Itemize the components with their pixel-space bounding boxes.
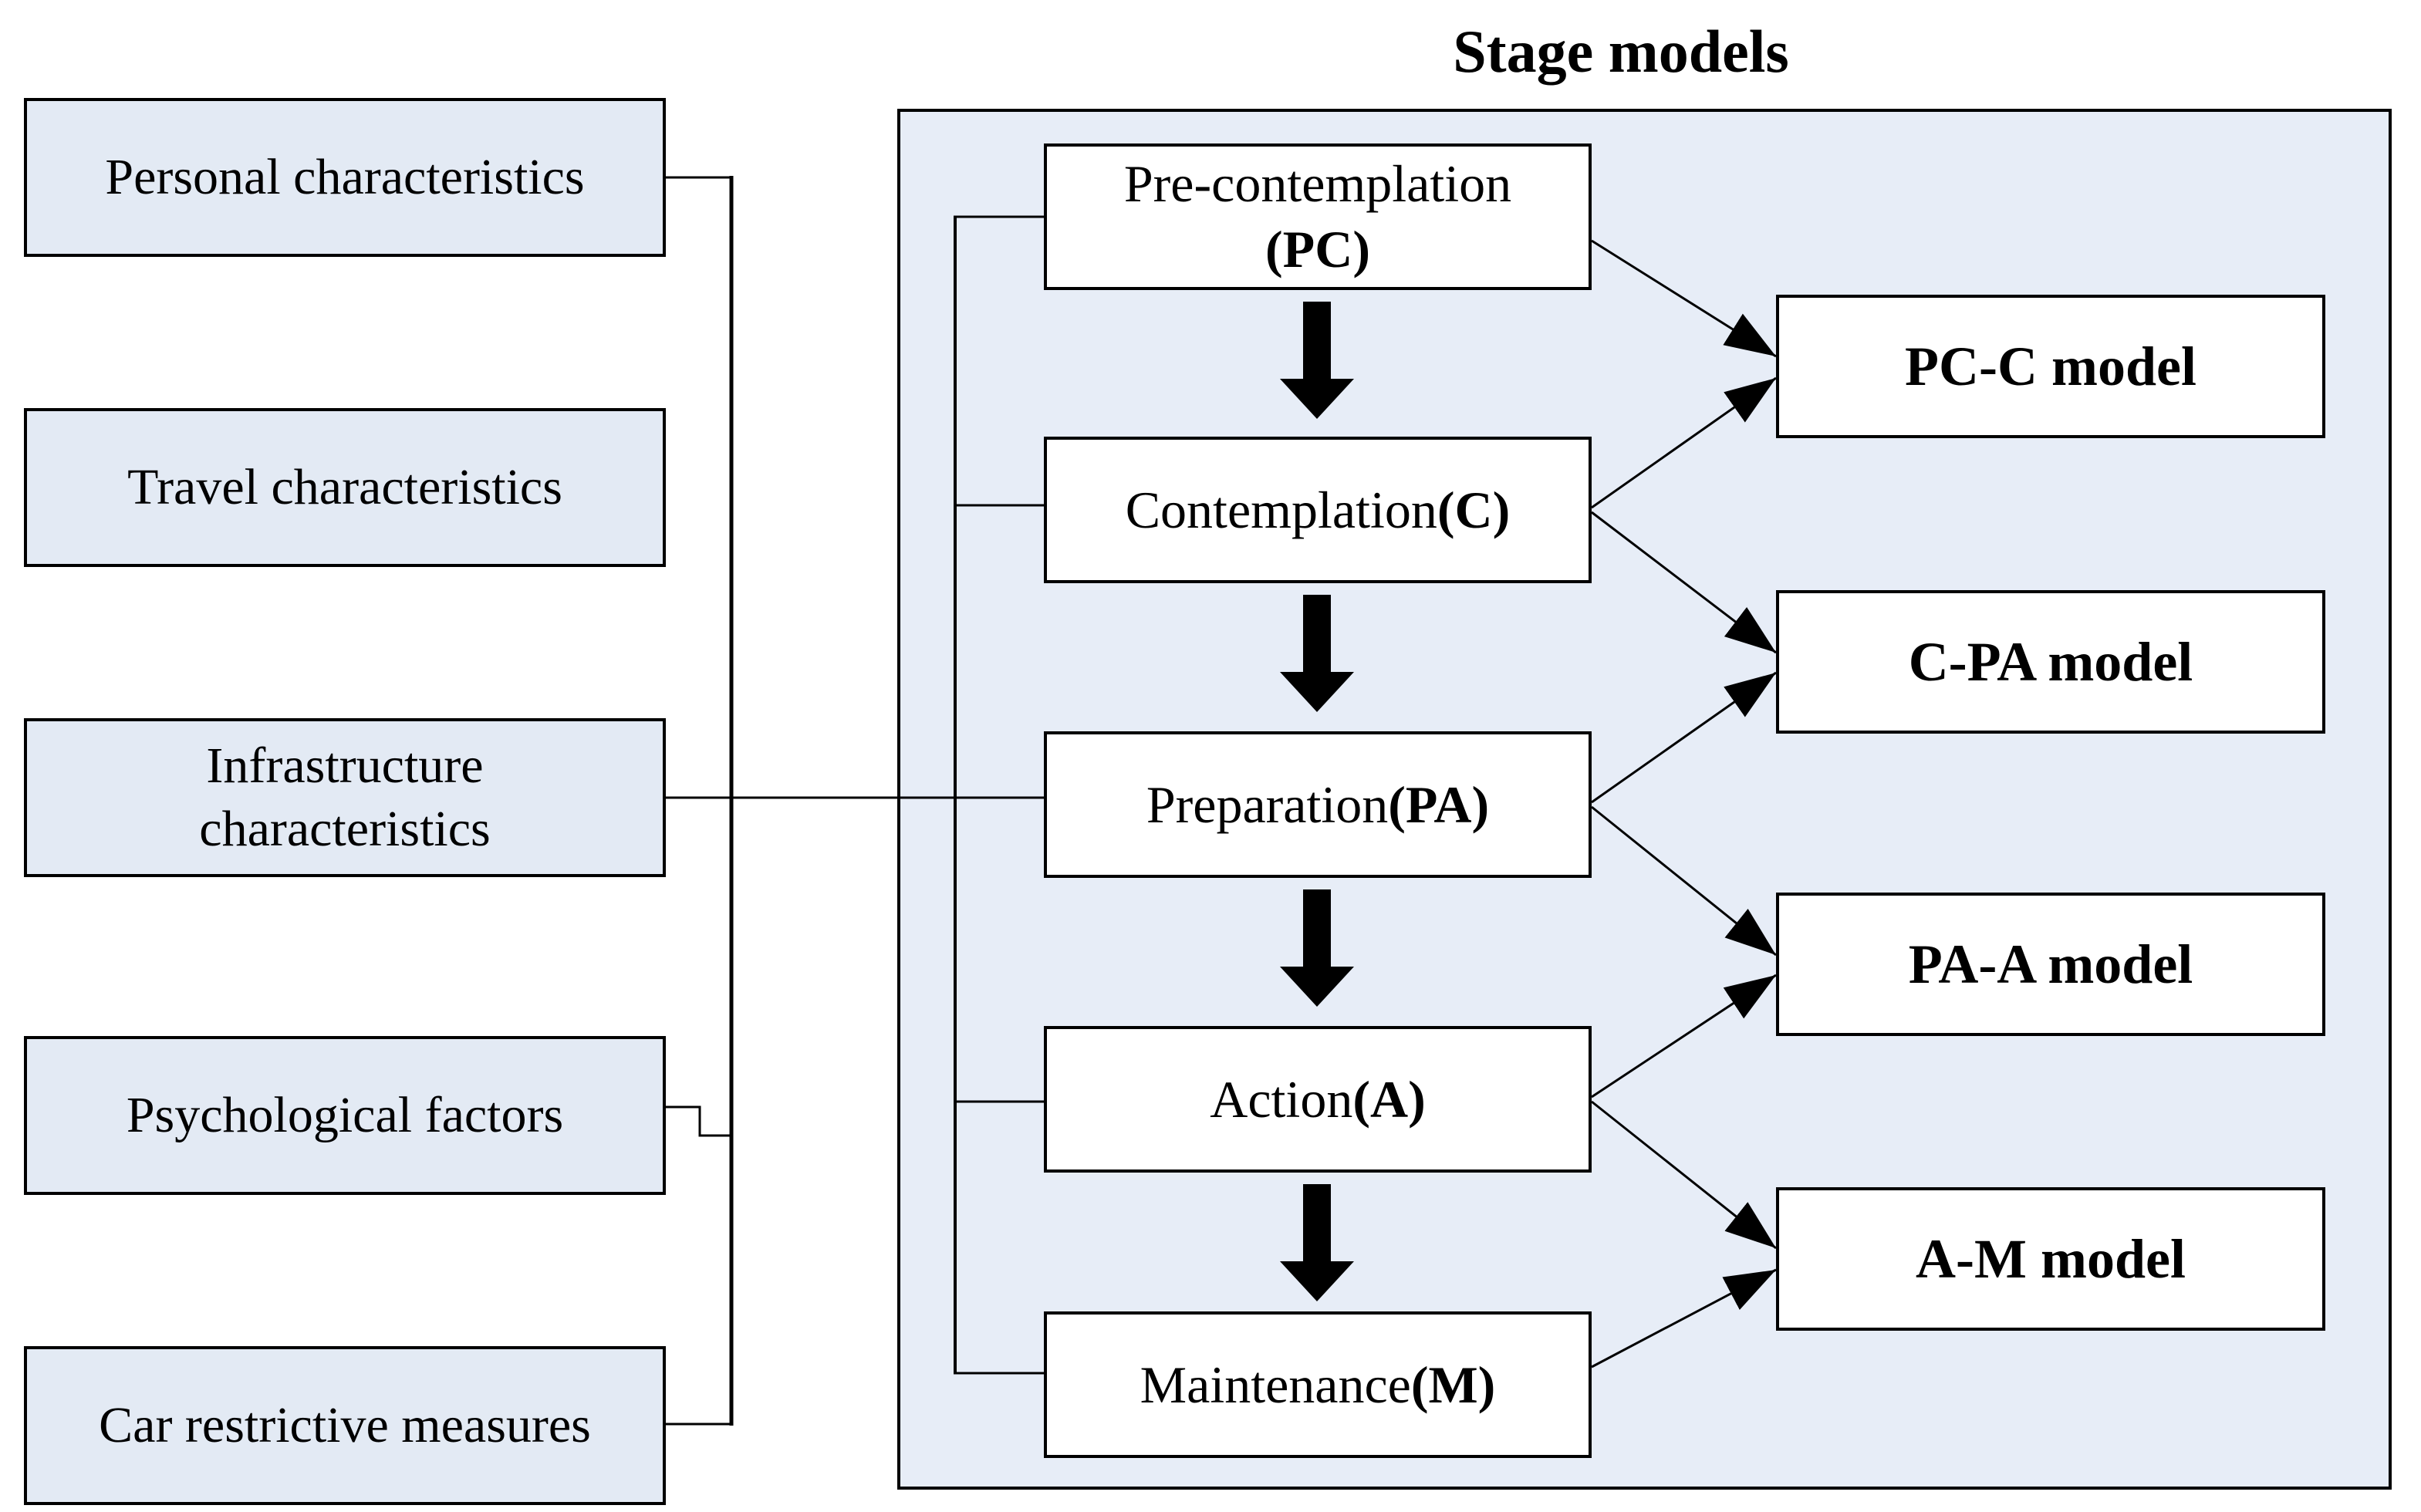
model-label: PA-A model: [1908, 933, 2193, 995]
model-box-a-m: A-M model: [1776, 1187, 2325, 1331]
down-block-arrow-icon: [1280, 302, 1354, 419]
arrow-pc-to-pcc: [1591, 239, 1777, 358]
model-box-pa-a: PA-A model: [1776, 893, 2325, 1036]
stage-name: Action: [1210, 1069, 1353, 1129]
stage-box-action: Action(A): [1044, 1026, 1592, 1173]
factor-label: Travel characteristics: [127, 458, 562, 515]
stage-name: Contemplation: [1125, 480, 1437, 539]
factor-box-infrastructure-characteristics: Infrastructure characteristics: [24, 718, 666, 877]
stage-abbr: (M): [1410, 1355, 1496, 1414]
factor-label: Car restrictive measures: [99, 1396, 591, 1453]
down-block-arrow-icon: [1280, 595, 1354, 712]
factor-label: Psychological factors: [126, 1086, 564, 1143]
factor-label: Personal characteristics: [105, 148, 585, 205]
stage-name: Preparation: [1146, 775, 1389, 834]
factor-box-car-restrictive-measures: Car restrictive measures: [24, 1346, 666, 1505]
model-label: PC-C model: [1905, 336, 2196, 397]
factor-box-personal-characteristics: Personal characteristics: [24, 98, 666, 257]
arrow-a-to-paa: [1591, 974, 1777, 1099]
down-block-arrow-icon: [1280, 1184, 1354, 1301]
stage-name: Pre-contemplation: [1123, 154, 1512, 213]
psychological-connector-line: [666, 1105, 730, 1137]
arrow-pa-to-paa: [1591, 805, 1777, 957]
model-label: A-M model: [1916, 1228, 2186, 1290]
stage-text: Contemplation(C): [1126, 478, 1511, 543]
model-label: C-PA model: [1908, 631, 2193, 693]
arrow-pa-to-cpa: [1591, 671, 1777, 804]
factor-label: Infrastructure: [206, 737, 484, 794]
stage-box-contemplation: Contemplation(C): [1044, 437, 1592, 583]
factor-box-psychological-factors: Psychological factors: [24, 1036, 666, 1195]
model-box-pc-c: PC-C model: [1776, 295, 2325, 438]
stage-name: Maintenance: [1140, 1355, 1411, 1414]
arrow-a-to-am: [1591, 1100, 1777, 1250]
stage-box-maintenance: Maintenance(M): [1044, 1311, 1592, 1458]
arrow-c-to-cpa: [1591, 511, 1777, 654]
down-block-arrow-icon: [1280, 889, 1354, 1007]
stage-box-preparation: Preparation(PA): [1044, 731, 1592, 878]
arrow-m-to-am: [1591, 1268, 1777, 1369]
factor-label-line2: characteristics: [199, 801, 491, 857]
stage-abbr: (C): [1437, 480, 1511, 539]
stage-abbr: (A): [1352, 1069, 1426, 1129]
stage-box-pre-contemplation: Pre-contemplation (PC): [1044, 143, 1592, 290]
stage-abbr: (PC): [1265, 220, 1370, 278]
model-box-c-pa: C-PA model: [1776, 590, 2325, 734]
arrow-c-to-pcc: [1591, 376, 1777, 509]
factor-box-travel-characteristics: Travel characteristics: [24, 408, 666, 567]
stage-abbr: (PA): [1388, 775, 1490, 834]
stage-text: Preparation(PA): [1146, 772, 1489, 838]
stage-text: Action(A): [1210, 1067, 1425, 1132]
diagram-title: Stage models: [1453, 18, 1789, 85]
stage-text: Maintenance(M): [1140, 1352, 1496, 1418]
